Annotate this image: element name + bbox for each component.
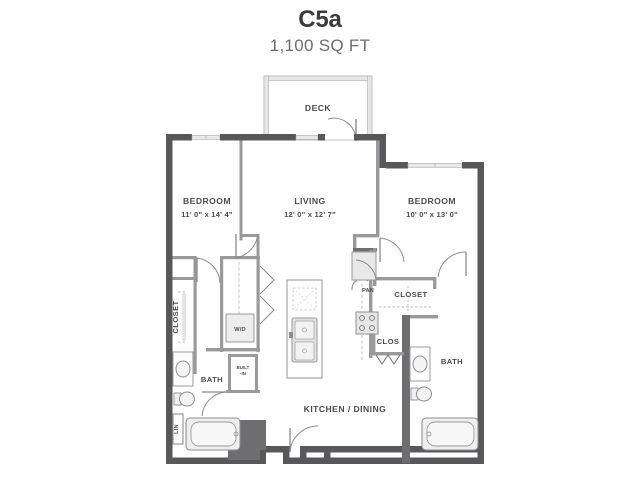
tub-left bbox=[185, 417, 241, 451]
closet-small: CLOS bbox=[375, 337, 401, 365]
room-dim-bedroom-right: 10' 0" x 13' 0" bbox=[406, 210, 458, 219]
room-labels: BEDROOM 11' 0" x 14' 4" LIVING 12' 0" x … bbox=[181, 196, 463, 414]
washer-dryer-label: W/D bbox=[234, 327, 245, 333]
closet-left: CLOSET bbox=[171, 291, 186, 343]
linen-label: LIN bbox=[174, 424, 180, 434]
linen-closet: LIN bbox=[172, 413, 184, 445]
vanity-left bbox=[172, 351, 194, 387]
room-dim-living: 12' 0" x 12' 7" bbox=[284, 210, 336, 219]
fixtures bbox=[172, 346, 479, 451]
room-label-bedroom-left: BEDROOM bbox=[183, 196, 231, 206]
washer-dryer: W/D bbox=[225, 262, 255, 343]
room-label-bath-right: BATH bbox=[441, 357, 463, 366]
page-title: C5a bbox=[298, 6, 342, 33]
appliances: W/D bbox=[225, 251, 379, 379]
toilet-right bbox=[410, 386, 432, 402]
exterior-walls bbox=[166, 134, 484, 464]
closet-label-right: CLOSET bbox=[394, 290, 427, 299]
interior-walls bbox=[172, 140, 438, 463]
refrigerator bbox=[351, 251, 377, 281]
tub-right bbox=[421, 417, 479, 451]
doors bbox=[196, 233, 467, 453]
built-in-label-line1: BUILT bbox=[237, 365, 250, 370]
kitchen-island bbox=[286, 279, 323, 379]
room-dim-bedroom-left: 11' 0" x 14' 4" bbox=[181, 210, 233, 219]
plan-sqft-label: 1,100 SQ FT bbox=[269, 36, 371, 55]
built-in-label-line2: -IN bbox=[240, 371, 246, 376]
sink-double bbox=[289, 317, 318, 363]
room-label-deck: DECK bbox=[305, 103, 331, 113]
plan-header: C5a 1,100 SQ FT bbox=[0, 0, 640, 57]
room-deck: DECK bbox=[263, 75, 373, 141]
closet-right: CLOSET bbox=[379, 286, 432, 312]
room-label-kitchen-dining: KITCHEN / DINING bbox=[304, 404, 387, 414]
closet-label-left: CLOSET bbox=[171, 300, 180, 333]
closet-label-small: CLOS bbox=[377, 337, 400, 346]
pantry-label: PAN bbox=[362, 288, 374, 294]
vanity-right bbox=[409, 346, 431, 382]
toilet-left bbox=[173, 391, 195, 407]
floorplan-drawing: DECK bbox=[140, 62, 500, 474]
room-label-bedroom-right: BEDROOM bbox=[408, 196, 456, 206]
range bbox=[355, 284, 379, 362]
room-label-bath-left: BATH bbox=[201, 375, 223, 384]
built-in: BUILT -IN bbox=[237, 365, 250, 376]
room-label-living: LIVING bbox=[294, 196, 325, 206]
